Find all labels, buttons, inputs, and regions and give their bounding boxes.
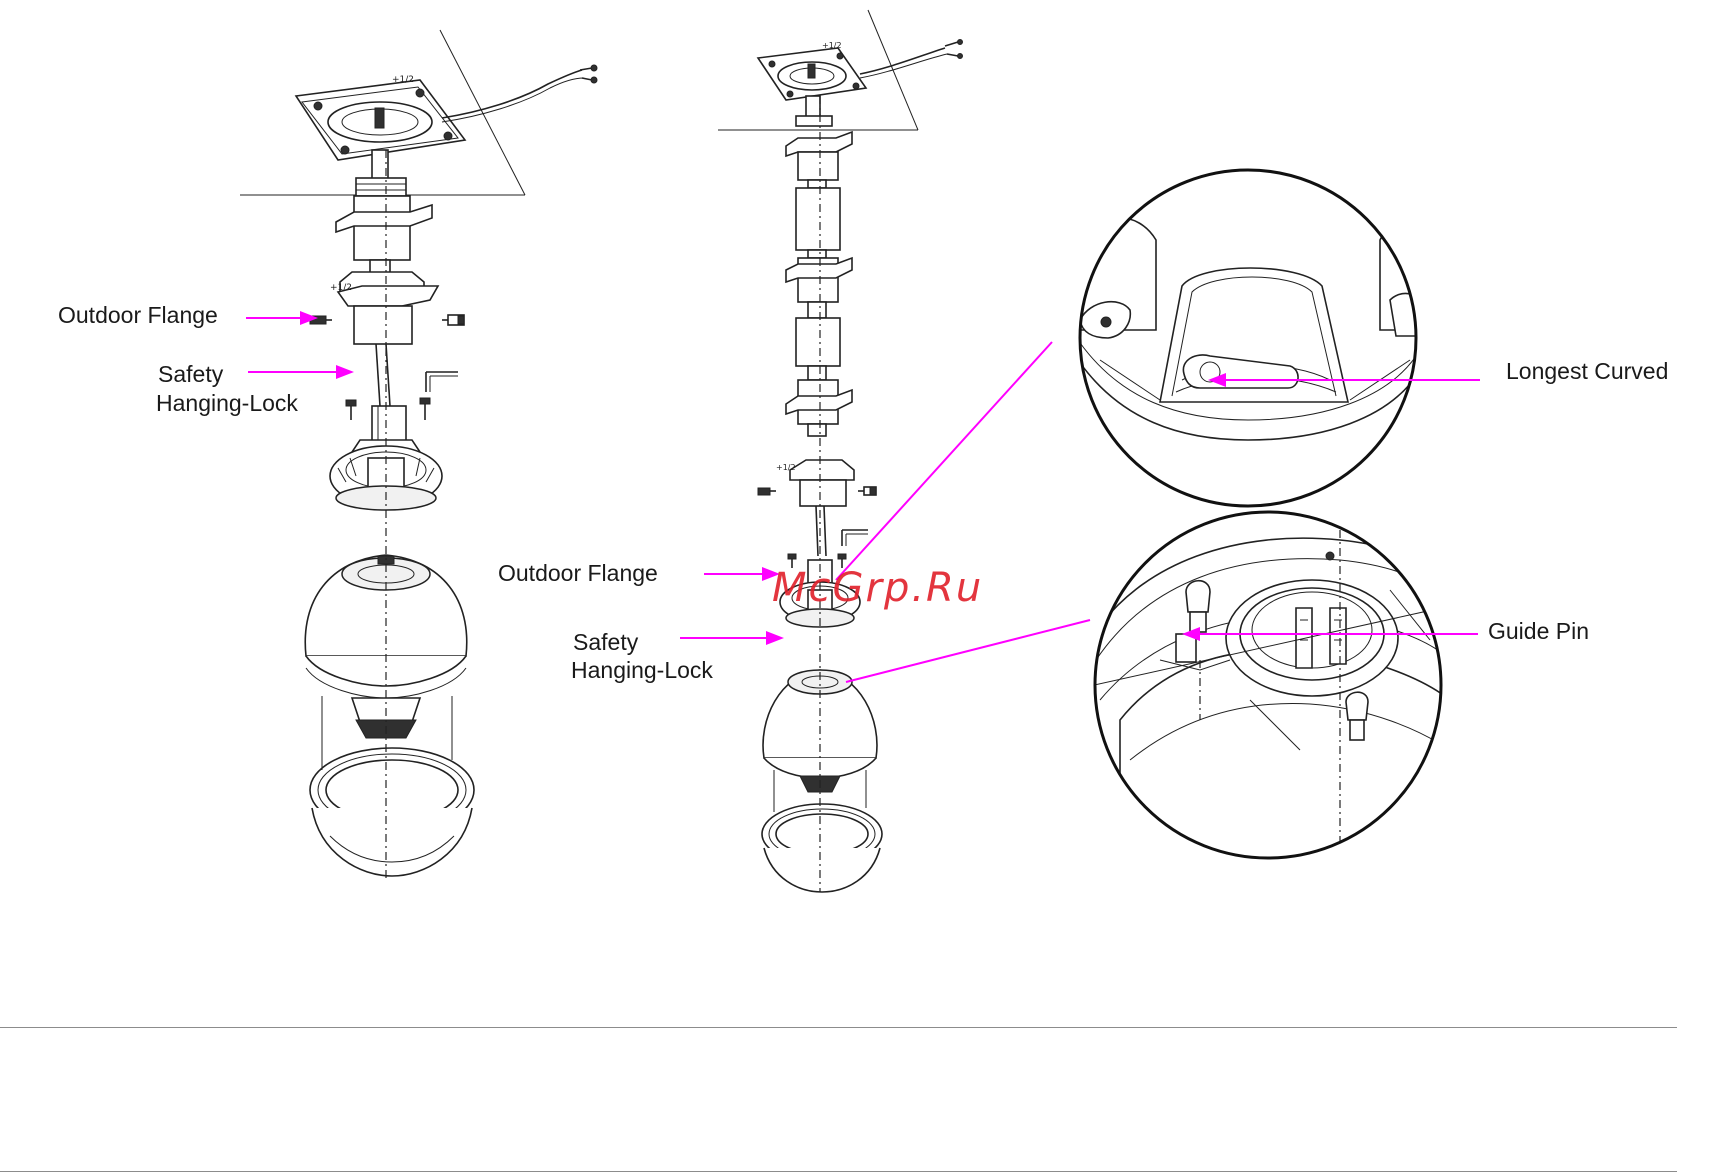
divider-rule-bottom	[0, 1171, 1677, 1172]
svg-text:+1/2: +1/2	[776, 463, 796, 472]
outdoor-flange-label-left: Outdoor Flange	[58, 301, 218, 330]
safety-hanging-lock-label-middle-line2: Hanging-Lock	[571, 656, 713, 685]
svg-text:+1/2: +1/2	[330, 283, 352, 293]
detail-longest-curved	[1078, 170, 1420, 520]
guide-pin-label: Guide Pin	[1488, 617, 1589, 646]
middle-mount-plate: +1/2	[758, 41, 866, 100]
safety-hanging-lock-label-left-line1: Safety	[158, 360, 223, 389]
safety-hanging-lock-label-left-line2: Hanging-Lock	[156, 389, 298, 418]
svg-text:+1/2: +1/2	[392, 75, 414, 85]
divider-rule-top	[0, 1027, 1677, 1028]
left-flange-screw-right	[442, 315, 464, 325]
safety-hanging-lock-label-middle-line1: Safety	[573, 628, 638, 657]
left-mount-plate: +1/2	[296, 75, 465, 160]
middle-assembly: +1/2 +1/2	[718, 10, 963, 892]
watermark: McGrp.Ru	[772, 566, 983, 610]
longest-curved-label: Longest Curved	[1506, 357, 1668, 386]
left-bubble-ring	[310, 748, 474, 876]
svg-text:+1/2: +1/2	[822, 41, 842, 50]
detail-guide-pin	[1090, 512, 1450, 900]
outdoor-flange-label-middle: Outdoor Flange	[498, 559, 658, 588]
left-assembly: +1/2 +1/2	[240, 30, 597, 880]
middle-bubble-ring	[762, 804, 882, 892]
